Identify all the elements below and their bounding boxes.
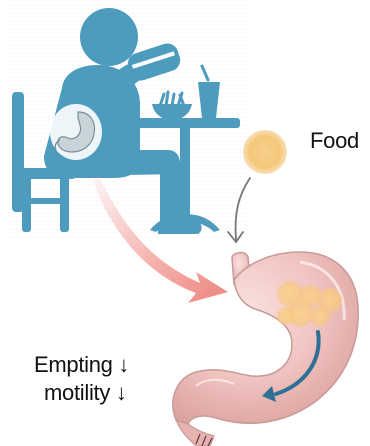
chair-leg	[22, 176, 31, 232]
table-leg	[180, 126, 190, 224]
food-label: Food	[310, 130, 359, 152]
motility-label: motility ↓	[44, 382, 127, 404]
empting-label: Empting ↓	[34, 354, 129, 376]
chair-rung	[30, 198, 64, 204]
food-ball	[243, 130, 287, 174]
person-head	[80, 8, 138, 66]
stomach-icon	[50, 104, 102, 160]
